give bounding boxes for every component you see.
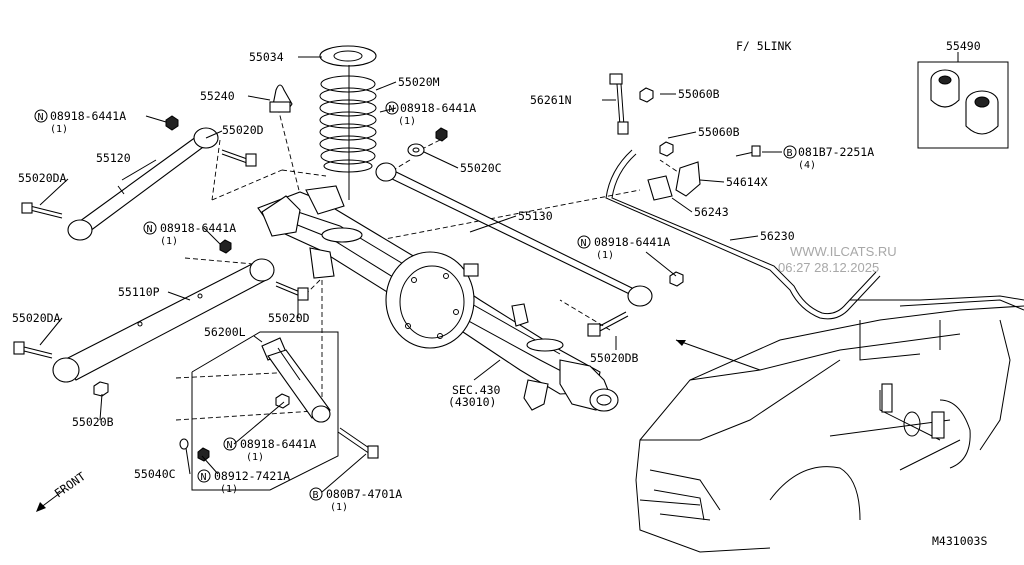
watermark-site: WWW.ILCATS.RU — [790, 244, 897, 259]
label-55060B-top: 55060B — [678, 87, 720, 101]
nut-mid[interactable] — [219, 239, 232, 254]
nut-spring-right[interactable] — [435, 127, 448, 142]
bolt-55020D-upper[interactable] — [221, 149, 257, 167]
label-56261N: 56261N — [530, 93, 572, 107]
svg-text:(1): (1) — [398, 116, 416, 127]
label-55020D-lower: 55020D — [268, 311, 310, 325]
bolt-55020DA-lower[interactable] — [13, 341, 53, 359]
svg-text:080B7-4701A: 080B7-4701A — [326, 487, 402, 501]
labels: F/ 5LINK 55034 55240 55020M N 08918-6441… — [12, 39, 987, 548]
label-55120: 55120 — [96, 151, 131, 165]
nut-55020B[interactable] — [93, 381, 109, 397]
label-56230: 56230 — [760, 229, 795, 243]
label-55020DA-lower: 55020DA — [12, 311, 61, 325]
diagram-code: M431003S — [932, 534, 987, 548]
label-55020DB: 55020DB — [590, 351, 639, 365]
label-sec-430: SEC.430 — [452, 383, 501, 397]
label-bolt-081B7: B 081B7-2251A (4) — [783, 145, 874, 171]
label-55060B-lower: 55060B — [698, 125, 740, 139]
bump-stopper[interactable] — [269, 84, 293, 113]
svg-text:(4): (4) — [798, 160, 816, 171]
nut-55060B-lower[interactable] — [659, 141, 674, 157]
svg-text:N: N — [147, 224, 153, 235]
leader-lines — [39, 56, 782, 493]
label-55130: 55130 — [518, 209, 553, 223]
label-55020D-top: 55020D — [222, 123, 264, 137]
label-55020DA-top: 55020DA — [18, 171, 67, 185]
nut-08912[interactable] — [197, 447, 210, 462]
bolt-081B7[interactable] — [735, 145, 761, 157]
nut-shock[interactable] — [275, 393, 290, 409]
svg-text:08918-6441A: 08918-6441A — [160, 221, 236, 235]
bushing-56243[interactable] — [647, 175, 673, 201]
nut-right[interactable] — [669, 271, 684, 287]
svg-text:081B7-2251A: 081B7-2251A — [798, 145, 874, 159]
svg-text:08918-6441A: 08918-6441A — [240, 437, 316, 451]
front-arrow — [36, 489, 65, 512]
svg-text:(1): (1) — [246, 452, 264, 463]
nut-55060B-top[interactable] — [639, 87, 654, 103]
label-nut-08912: N 08912-7421A (1) — [197, 469, 290, 495]
svg-text:(1): (1) — [50, 124, 68, 135]
bushing-inset-55490[interactable] — [917, 52, 1009, 149]
stabilizer-bar[interactable] — [605, 73, 881, 320]
upper-link-left[interactable] — [67, 127, 219, 241]
shock-absorber[interactable] — [191, 331, 339, 491]
label-54614X: 54614X — [726, 175, 768, 189]
svg-text:N: N — [581, 238, 587, 249]
front-label: FRONT — [52, 469, 88, 500]
label-55490: 55490 — [946, 39, 981, 53]
washer-55040C[interactable] — [179, 438, 189, 450]
label-56243: 56243 — [694, 205, 729, 219]
label-sec-code: (43010) — [448, 395, 496, 409]
svg-text:B: B — [787, 148, 793, 159]
bracket-54614X[interactable] — [675, 161, 701, 197]
label-bolt-080B7: B 080B7-4701A (1) — [309, 487, 402, 513]
svg-text:08912-7421A: 08912-7421A — [214, 469, 290, 483]
label-nut-right: N 08918-6441A (1) — [577, 235, 670, 261]
nut-top-left[interactable] — [165, 115, 179, 131]
svg-text:N: N — [38, 112, 44, 123]
label-nut-mid: N 08918-6441A (1) — [143, 221, 236, 247]
svg-text:08918-6441A: 08918-6441A — [400, 101, 476, 115]
svg-text:08918-6441A: 08918-6441A — [594, 235, 670, 249]
callout-arrow — [675, 339, 761, 371]
svg-text:N: N — [389, 104, 395, 115]
label-55110P: 55110P — [118, 285, 160, 299]
svg-text:N: N — [201, 472, 207, 483]
lower-link-left[interactable] — [52, 258, 275, 383]
svg-text:(1): (1) — [330, 502, 348, 513]
label-55240: 55240 — [200, 89, 235, 103]
variant-label: F/ 5LINK — [736, 39, 791, 53]
washer-55020C[interactable] — [407, 143, 425, 157]
label-nut-spring: N 08918-6441A (1) — [385, 101, 476, 127]
bolt-55020D-lower[interactable] — [275, 281, 309, 301]
bolt-080B7[interactable] — [337, 427, 379, 459]
svg-text:(1): (1) — [220, 484, 238, 495]
svg-text:(1): (1) — [160, 236, 178, 247]
label-56200L: 56200L — [204, 325, 246, 339]
bolt-55020DB[interactable] — [587, 311, 629, 337]
label-55040C: 55040C — [134, 467, 176, 481]
svg-text:(1): (1) — [596, 250, 614, 261]
rear-axle-housing[interactable] — [257, 185, 619, 412]
coil-spring[interactable] — [319, 45, 377, 200]
label-55020C: 55020C — [460, 161, 502, 175]
label-55020B: 55020B — [72, 415, 114, 429]
lateral-rod[interactable] — [375, 162, 653, 307]
label-55034: 55034 — [249, 50, 284, 64]
svg-text:N: N — [227, 440, 233, 451]
bolt-55020DA-upper[interactable] — [21, 202, 63, 219]
label-nut-top: N 08918-6441A (1) — [34, 109, 126, 135]
svg-text:08918-6441A: 08918-6441A — [50, 109, 126, 123]
truck-illustration — [635, 295, 1024, 553]
label-55020M: 55020M — [398, 75, 440, 89]
label-nut-shock: N 08918-6441A (1) — [223, 437, 316, 463]
svg-text:B: B — [313, 490, 319, 501]
watermark-timestamp: 06:27 28.12.2025 — [778, 260, 879, 275]
